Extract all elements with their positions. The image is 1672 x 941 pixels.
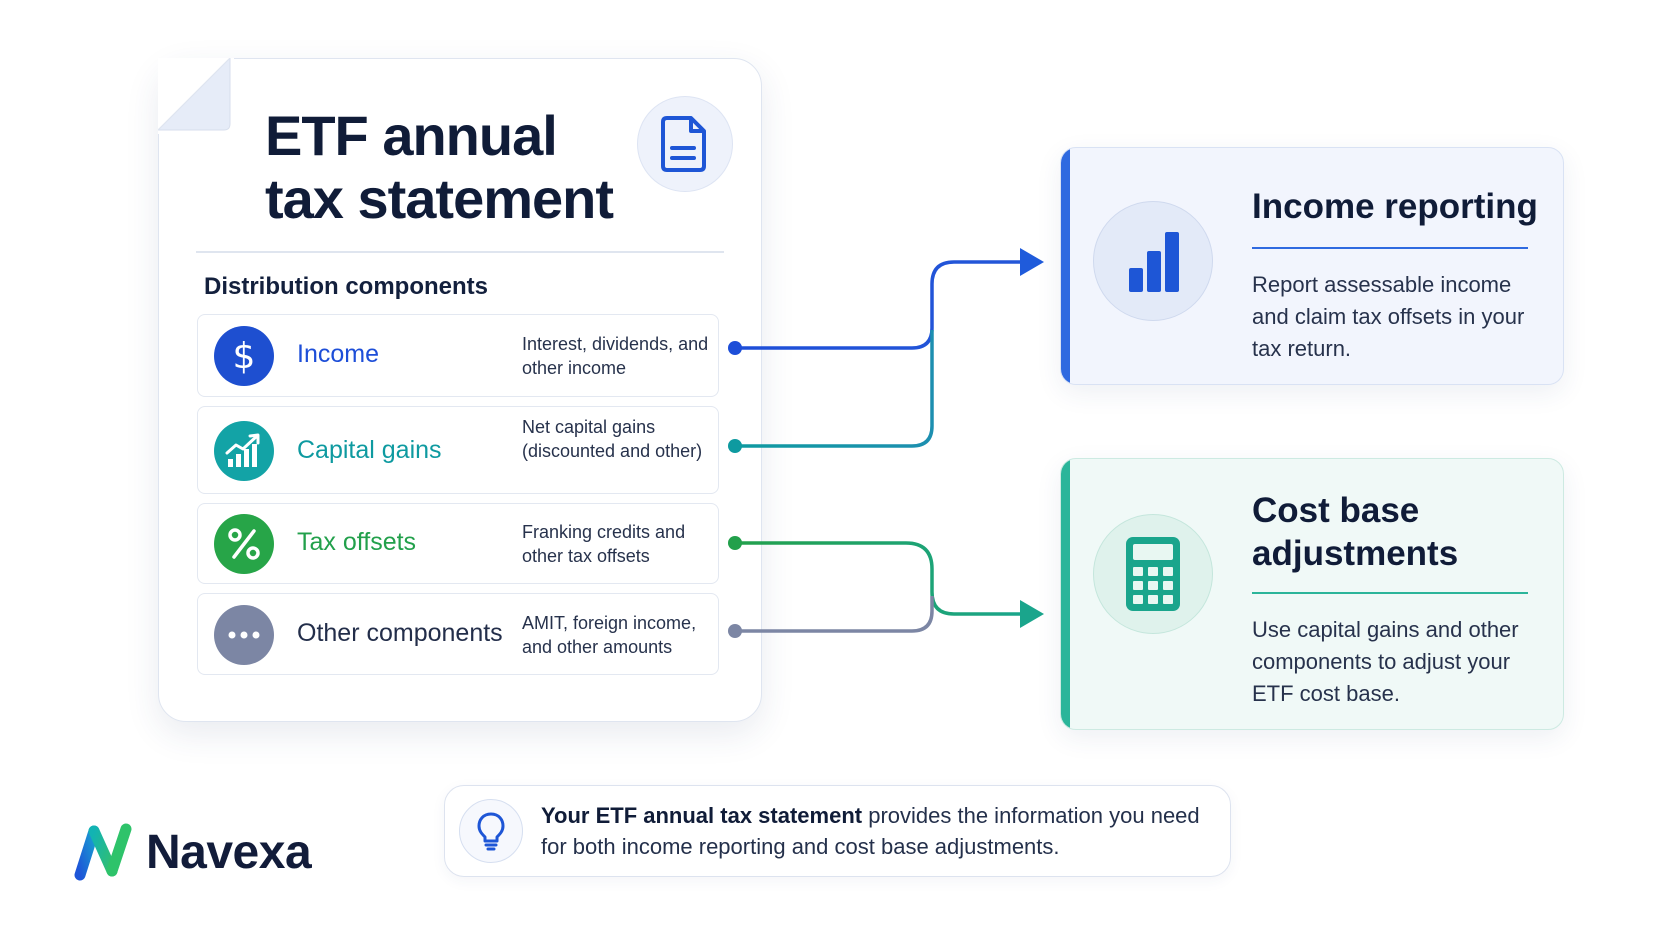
cost-base-title-line1: Cost base — [1252, 491, 1420, 530]
brand: Navexa — [72, 822, 312, 882]
statement-title-line2: tax statement — [265, 167, 614, 230]
summary-note-rest: provides the information you need for bo… — [541, 803, 1200, 859]
cost-base-rule — [1252, 592, 1528, 594]
component-desc-capital-gains: Net capital gains (discounted and other) — [522, 417, 703, 461]
component-desc-tax-offsets: Franking credits and other tax offsets — [522, 522, 686, 566]
cost-base-title: Cost base adjustments — [1252, 489, 1542, 575]
component-desc-income: Interest, dividends, and other income — [522, 334, 709, 378]
cost-base-description: Use capital gains and other components t… — [1252, 617, 1519, 706]
growth-chart-icon — [214, 421, 274, 481]
summary-note: Your ETF annual tax statement provides t… — [444, 785, 1231, 877]
income-reporting-title: Income reporting — [1252, 187, 1538, 226]
document-icon-badge — [637, 96, 733, 192]
income-reporting-accent — [1061, 148, 1070, 384]
component-row-other: Other components AMIT, foreign income, a… — [197, 593, 719, 675]
dollar-icon: $ — [214, 326, 274, 386]
connector-tax-offsets — [728, 536, 1026, 616]
connector-income — [728, 260, 1026, 355]
document-icon — [661, 116, 706, 172]
arrow-to-cost-base — [1020, 600, 1044, 628]
connector-capital-gains — [728, 330, 934, 453]
navexa-logo-icon — [74, 823, 132, 881]
bar-chart-icon — [1093, 201, 1213, 321]
income-reporting-card: Income reporting Report assessable incom… — [1060, 147, 1564, 385]
component-label-tax-offsets: Tax offsets — [297, 528, 417, 556]
component-row-income: $ Income Interest, dividends, and other … — [197, 314, 719, 397]
lightbulb-icon — [459, 799, 523, 863]
cost-base-title-line2: adjustments — [1252, 534, 1459, 573]
percent-icon — [214, 514, 274, 574]
brand-name: Navexa — [146, 825, 312, 879]
cost-base-accent — [1061, 459, 1070, 729]
component-row-tax-offsets: Tax offsets Franking credits and other t… — [197, 503, 719, 584]
component-label-capital-gains: Capital gains — [297, 436, 442, 464]
income-reporting-rule — [1252, 247, 1528, 249]
component-label-other: Other components — [297, 619, 503, 647]
statement-title-line1: ETF annual — [265, 104, 558, 167]
calculator-icon — [1093, 514, 1213, 634]
component-desc-other: AMIT, foreign income, and other amounts — [522, 613, 697, 657]
summary-note-text: Your ETF annual tax statement provides t… — [541, 800, 1211, 862]
cost-base-card: Cost base adjustments Use capital gains … — [1060, 458, 1564, 730]
distribution-components-heading: Distribution components — [204, 273, 488, 300]
connector-other — [728, 596, 934, 638]
income-reporting-description: Report assessable income and claim tax o… — [1252, 272, 1525, 361]
summary-note-bold: Your ETF annual tax statement — [541, 803, 863, 828]
arrow-to-income-reporting — [1020, 248, 1044, 276]
more-dots-icon — [214, 605, 274, 665]
statement-divider — [196, 251, 724, 253]
component-row-capital-gains: Capital gains Net capital gains (discoun… — [197, 406, 719, 494]
statement-title: ETF annual tax statement — [265, 104, 625, 230]
svg-text:$: $ — [233, 336, 256, 376]
component-label-income: Income — [297, 340, 379, 368]
